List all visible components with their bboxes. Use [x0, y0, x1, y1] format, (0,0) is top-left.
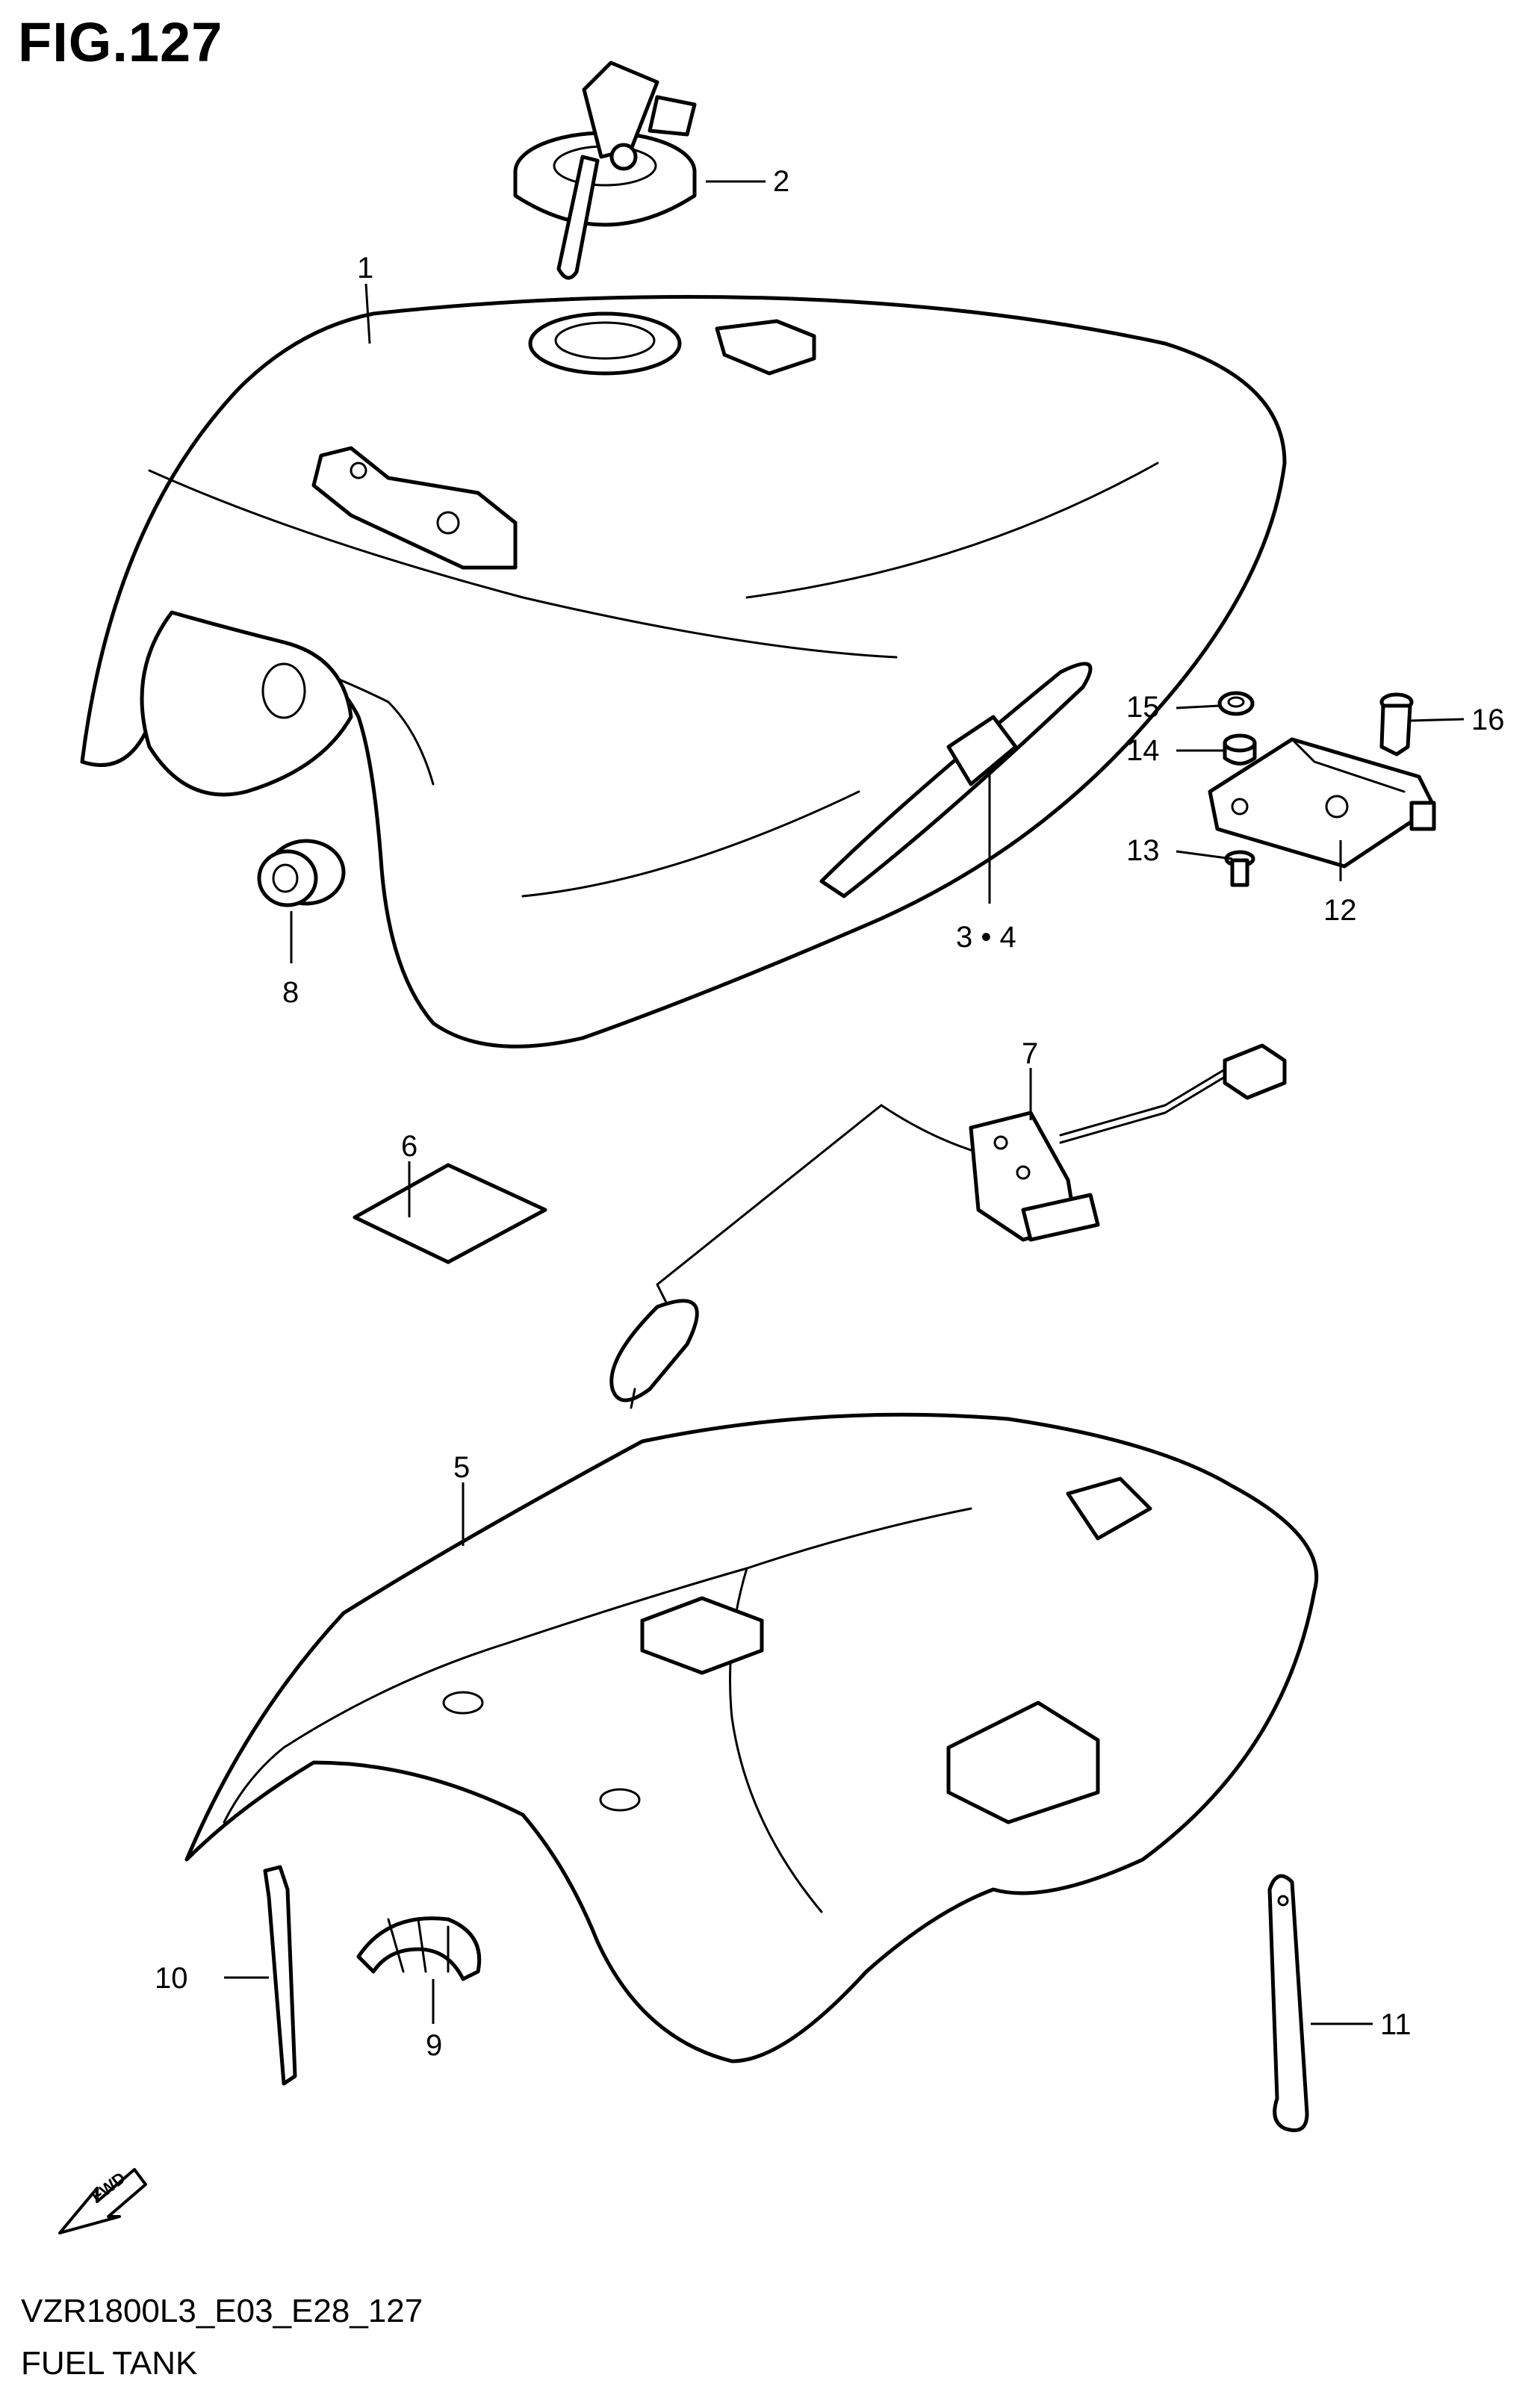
part-label-6: 6 [401, 1130, 417, 1163]
grommet[interactable] [257, 839, 346, 907]
nut[interactable] [1217, 691, 1255, 716]
bolt[interactable] [1379, 692, 1414, 757]
label-sheet[interactable] [353, 1163, 547, 1264]
cushion[interactable] [1223, 733, 1257, 765]
mounting-plate[interactable] [1208, 737, 1436, 869]
fuel-level-sensor[interactable] [609, 1043, 1287, 1409]
heat-shield[interactable] [184, 1412, 1319, 2063]
part-label-11: 11 [1380, 2008, 1412, 2041]
part-label-7: 7 [1022, 1037, 1038, 1070]
rubber-strap[interactable] [1267, 1874, 1309, 2132]
fwd-arrow-icon: FWD [58, 2168, 147, 2234]
part-label-2: 2 [773, 165, 789, 198]
part-label-10: 10 [155, 1962, 188, 1995]
screw[interactable] [1224, 850, 1255, 887]
clamp-cushion[interactable] [356, 1916, 482, 1981]
part-label-15: 15 [1126, 691, 1160, 724]
part-label-12: 12 [1323, 894, 1357, 927]
figure-title: FIG.127 [18, 11, 223, 73]
leader-lines [224, 180, 1465, 2025]
part-label-1: 1 [357, 252, 373, 285]
part-label-16: 16 [1471, 704, 1505, 736]
footer-name: FUEL TANK [21, 2345, 198, 2382]
part-label-9: 9 [426, 2029, 442, 2062]
footer-code: VZR1800L3_E03_E28_127 [21, 2293, 423, 2329]
part-label-5: 5 [453, 1451, 470, 1484]
fuel-tank[interactable] [80, 295, 1287, 1049]
fuel-cap[interactable] [513, 60, 697, 280]
part-label-13: 13 [1126, 834, 1160, 867]
part-label-3-4: 3 • 4 [956, 921, 1016, 954]
part-label-14: 14 [1126, 734, 1160, 767]
cable-tie[interactable] [263, 1865, 297, 2086]
part-labels: 1 2 3 • 4 5 6 7 8 9 10 11 12 13 14 15 16 [155, 165, 1505, 2062]
part-label-8: 8 [282, 976, 299, 1009]
